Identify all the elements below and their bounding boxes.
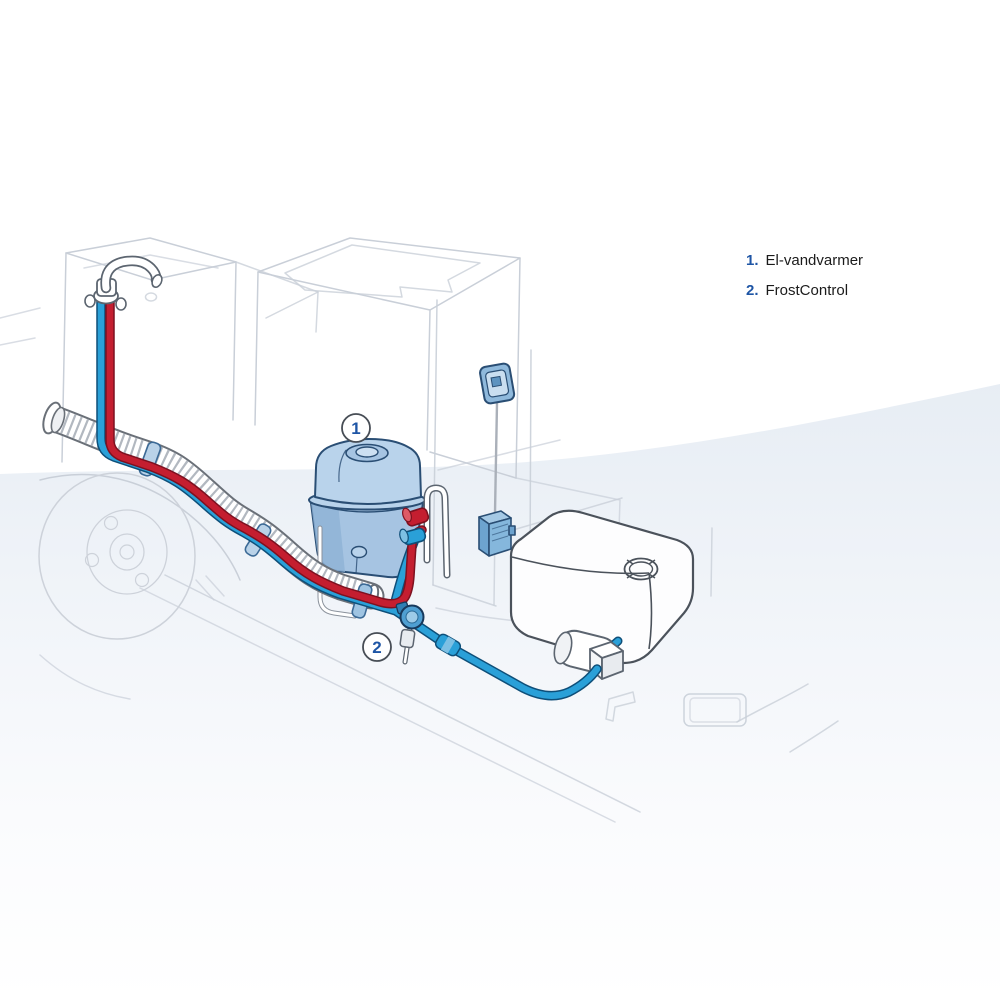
hot-water-main [106,296,426,607]
legend-label-el-vandvarmer: El-vandvarmer [765,252,864,269]
water-heater [308,438,426,579]
callout-1-number: 1 [351,419,360,438]
wheel [38,472,196,640]
relay-box [478,510,516,557]
control-wire [493,402,499,514]
pipe-connector [434,633,462,657]
legend-item-frostcontrol: 2. FrostControl [746,276,863,306]
background-swoosh [0,384,1000,1000]
hot-water-pipe [105,295,427,609]
faucet-spout-tip [151,274,163,288]
frostcontrol-valve [395,601,425,665]
heater-hot-outlet-fitting [402,507,430,527]
legend-number-1: 1. [746,252,759,269]
safety-drain-pipe [423,484,451,579]
water-tank [509,509,695,665]
legend-label-frostcontrol: FrostControl [765,282,849,299]
callout-2-number: 2 [372,638,381,657]
callout-water-heater: 1 [341,413,371,443]
faucet [84,255,163,311]
heater-mounting-frame [317,525,358,619]
legend-number-2: 2. [746,282,759,299]
pump-outlet-fitting [589,641,624,680]
legend-item-water-heater: 1. El-vandvarmer [746,246,863,276]
heater-cold-inlet-fitting [399,527,427,546]
control-panel [479,362,516,405]
tank-filler-cap [623,557,659,581]
callout-frostcontrol: 2 [362,632,392,662]
water-pump [553,629,624,680]
legend: 1. El-vandvarmer 2. FrostControl [746,246,863,306]
